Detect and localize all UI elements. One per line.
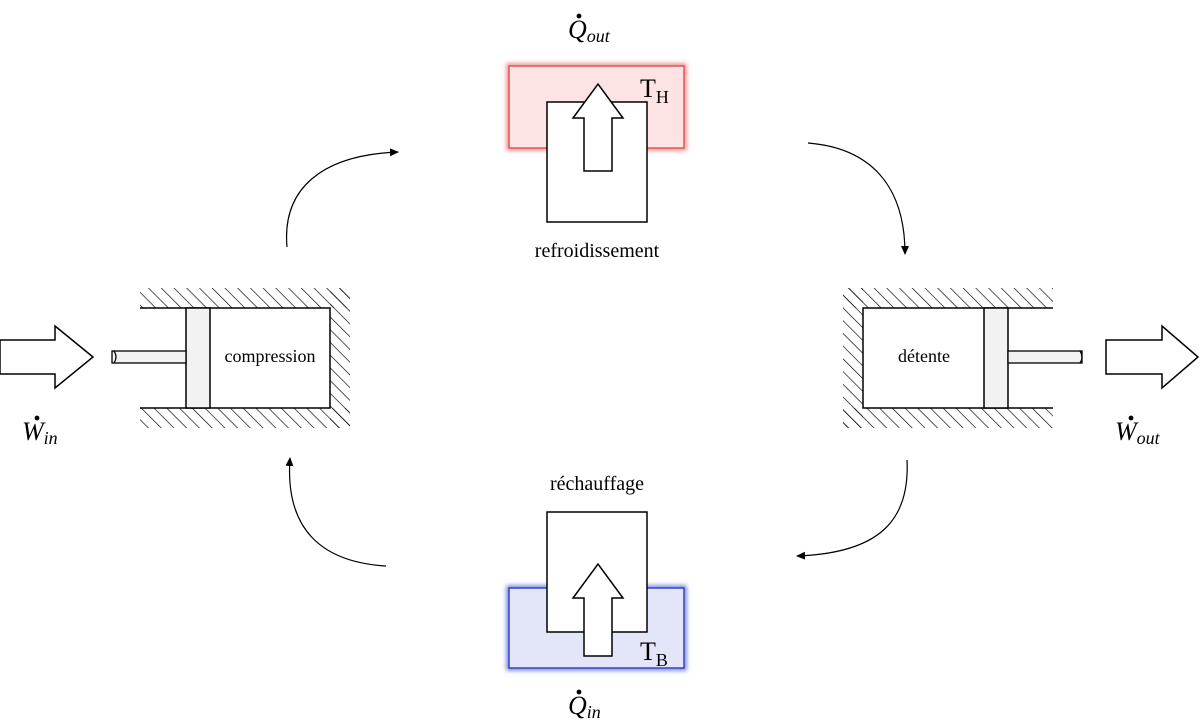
heat-in-arrow [571, 562, 625, 657]
work-out-arrow [1105, 324, 1200, 390]
heat-out-arrow [571, 82, 625, 172]
heat-out-symbol: Qout [568, 13, 611, 46]
cycle-arrow-cooling-to-expansion [807, 142, 909, 255]
work-in-symbol: Win [22, 415, 58, 448]
heating-label: réchauffage [550, 473, 644, 495]
cooling-exchanger [546, 82, 648, 223]
compression-label: compression [225, 346, 316, 366]
heating-exchanger [546, 511, 648, 657]
svg-text:Win: Win [22, 417, 58, 448]
expansion-label: détente [898, 346, 950, 366]
work-in-arrow [0, 324, 95, 390]
cycle-arrow-expansion-to-heating [796, 459, 908, 560]
cycle-arrow-compression-to-cooling [285, 148, 399, 248]
cold-temperature-label: TB [640, 637, 668, 670]
compression-cylinder [111, 288, 350, 428]
expansion-rod [1007, 350, 1083, 364]
compression-piston [185, 307, 211, 409]
svg-text:Qin: Qin [568, 691, 601, 722]
svg-text:Wout: Wout [1115, 417, 1161, 448]
cooling-label: refroidissement [535, 240, 660, 262]
cycle-arrow-heating-to-compression [285, 457, 387, 567]
compression-rod [111, 350, 187, 364]
expansion-piston [983, 307, 1009, 409]
svg-text:Qout: Qout [568, 15, 611, 46]
hot-temperature-label: TH [640, 74, 669, 107]
expansion-cylinder [843, 288, 1083, 428]
heat-in-symbol: Qin [568, 689, 601, 722]
work-out-symbol: Wout [1115, 415, 1161, 448]
